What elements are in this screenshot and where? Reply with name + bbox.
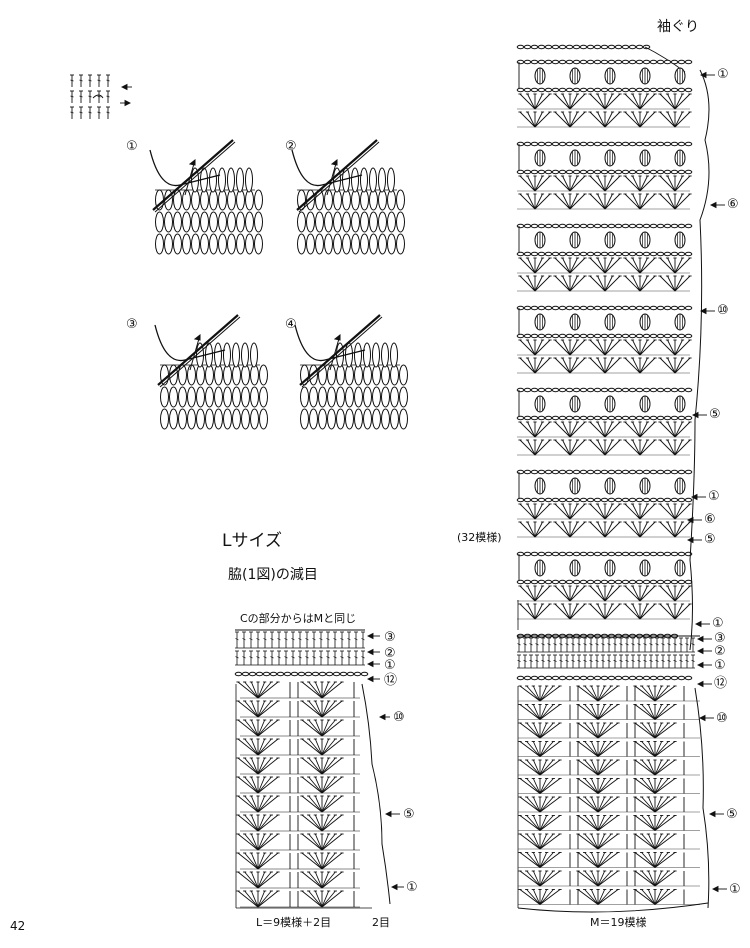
row-marker: ⑥ — [704, 512, 716, 527]
row-marker: ⑤ — [403, 807, 415, 822]
row-marker: ⑩ — [393, 710, 405, 725]
row-marker: ⑩ — [716, 711, 728, 726]
side-decrease-label: 脇(1図)の減目 — [228, 567, 318, 583]
symbol-legend — [70, 74, 132, 119]
right-stitch-chart — [516, 44, 727, 913]
l-width-label: L＝9模様＋2目 — [256, 916, 332, 929]
row-marker: ① — [708, 489, 720, 504]
row-marker: ① — [717, 67, 729, 82]
step-number: ④ — [285, 317, 297, 332]
row-marker: ① — [714, 658, 726, 673]
repeat-count-label: (32模様) — [457, 531, 502, 544]
row-marker: ⑤ — [709, 407, 721, 422]
row-marker: ① — [384, 658, 396, 673]
row-marker: ① — [712, 616, 724, 631]
row-marker: ① — [406, 880, 418, 895]
row-marker: ⑩ — [717, 303, 729, 318]
row-marker: ⑤ — [726, 807, 738, 822]
row-marker: ⑫ — [714, 676, 728, 691]
two-stitches-label: 2目 — [372, 916, 390, 929]
row-marker: ⑤ — [704, 532, 716, 547]
row-marker: ⑫ — [384, 673, 398, 688]
row-marker: ① — [729, 882, 741, 897]
step-number: ① — [126, 139, 138, 154]
step-number: ② — [285, 139, 297, 154]
row-marker: ② — [714, 644, 726, 659]
row-marker: ③ — [714, 631, 726, 646]
step-number: ③ — [126, 317, 138, 332]
page-number: 42 — [10, 919, 26, 933]
row-marker: ② — [384, 646, 396, 661]
m-width-label: M＝19模様 — [590, 916, 647, 929]
technique-illustrations — [149, 139, 408, 430]
size-title: Lサイズ — [222, 531, 282, 551]
same-as-m-note: Cの部分からはMと同じ — [240, 612, 357, 625]
armhole-label: 袖ぐり — [657, 19, 699, 35]
row-marker: ⑥ — [727, 197, 739, 212]
row-marker: ③ — [384, 630, 396, 645]
left-stitch-chart — [234, 629, 404, 909]
